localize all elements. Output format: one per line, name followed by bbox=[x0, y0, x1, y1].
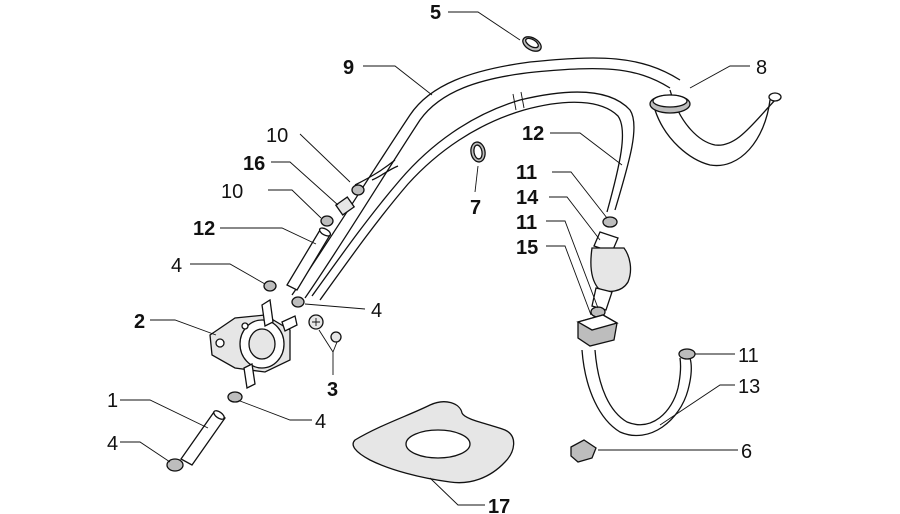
callout-15: 15 bbox=[516, 237, 538, 259]
callout-10-upper: 10 bbox=[266, 125, 288, 147]
callout-11-right: 11 bbox=[738, 345, 759, 367]
callout-12-left: 12 bbox=[193, 218, 215, 240]
hose-13 bbox=[581, 349, 692, 437]
callout-4-bottom: 4 bbox=[107, 433, 118, 455]
callout-2: 2 bbox=[134, 311, 145, 333]
hose-upper-short bbox=[354, 159, 399, 186]
hose-secondary bbox=[311, 91, 635, 301]
callout-13: 13 bbox=[738, 376, 760, 398]
connector-16 bbox=[334, 196, 356, 216]
callout-9: 9 bbox=[343, 57, 354, 79]
hose-9 bbox=[291, 57, 681, 299]
hose-12-left bbox=[286, 227, 332, 291]
callout-12-right: 12 bbox=[522, 123, 544, 145]
callout-14: 14 bbox=[516, 187, 539, 209]
clamp-4-pump-right bbox=[291, 296, 305, 308]
clamp-11-top bbox=[602, 216, 618, 228]
callout-11-top: 11 bbox=[516, 162, 537, 184]
callout-7: 7 bbox=[470, 197, 481, 219]
clamp-4-bottom bbox=[166, 458, 184, 472]
callout-4-pump-right: 4 bbox=[371, 300, 382, 322]
fuel-filter-14 bbox=[590, 231, 632, 311]
callout-10-lower: 10 bbox=[221, 181, 243, 203]
leader-lines bbox=[120, 11, 750, 506]
fuel-pump-2 bbox=[209, 298, 298, 389]
callout-3: 3 bbox=[327, 379, 338, 401]
callout-6: 6 bbox=[741, 441, 752, 463]
clamp-4-pump-left bbox=[263, 280, 277, 292]
clamp-10-lower bbox=[320, 215, 334, 227]
callout-4-pump-left: 4 bbox=[171, 255, 182, 277]
clamp-10-upper bbox=[351, 184, 365, 196]
clamp-11-right bbox=[678, 348, 696, 360]
callout-labels: 1 2 3 4 4 4 4 5 6 7 8 9 10 10 11 11 11 1… bbox=[107, 2, 767, 514]
callout-1: 1 bbox=[107, 390, 118, 412]
screw-3-a bbox=[308, 314, 324, 330]
clip-5 bbox=[522, 36, 542, 52]
tank-hose bbox=[649, 89, 782, 167]
callout-8: 8 bbox=[756, 57, 767, 79]
clip-7 bbox=[470, 141, 486, 163]
clip-6 bbox=[570, 439, 597, 463]
callout-11-mid: 11 bbox=[516, 212, 537, 234]
screw-3-b bbox=[330, 331, 342, 343]
plate-17 bbox=[352, 401, 515, 484]
callout-16: 16 bbox=[243, 153, 265, 175]
callout-4-under-pump: 4 bbox=[315, 411, 326, 433]
callout-17: 17 bbox=[488, 496, 510, 514]
damper-15 bbox=[576, 314, 619, 347]
clamp-4-under-pump bbox=[227, 391, 243, 403]
callout-5: 5 bbox=[430, 2, 441, 24]
hose-1 bbox=[180, 410, 226, 466]
